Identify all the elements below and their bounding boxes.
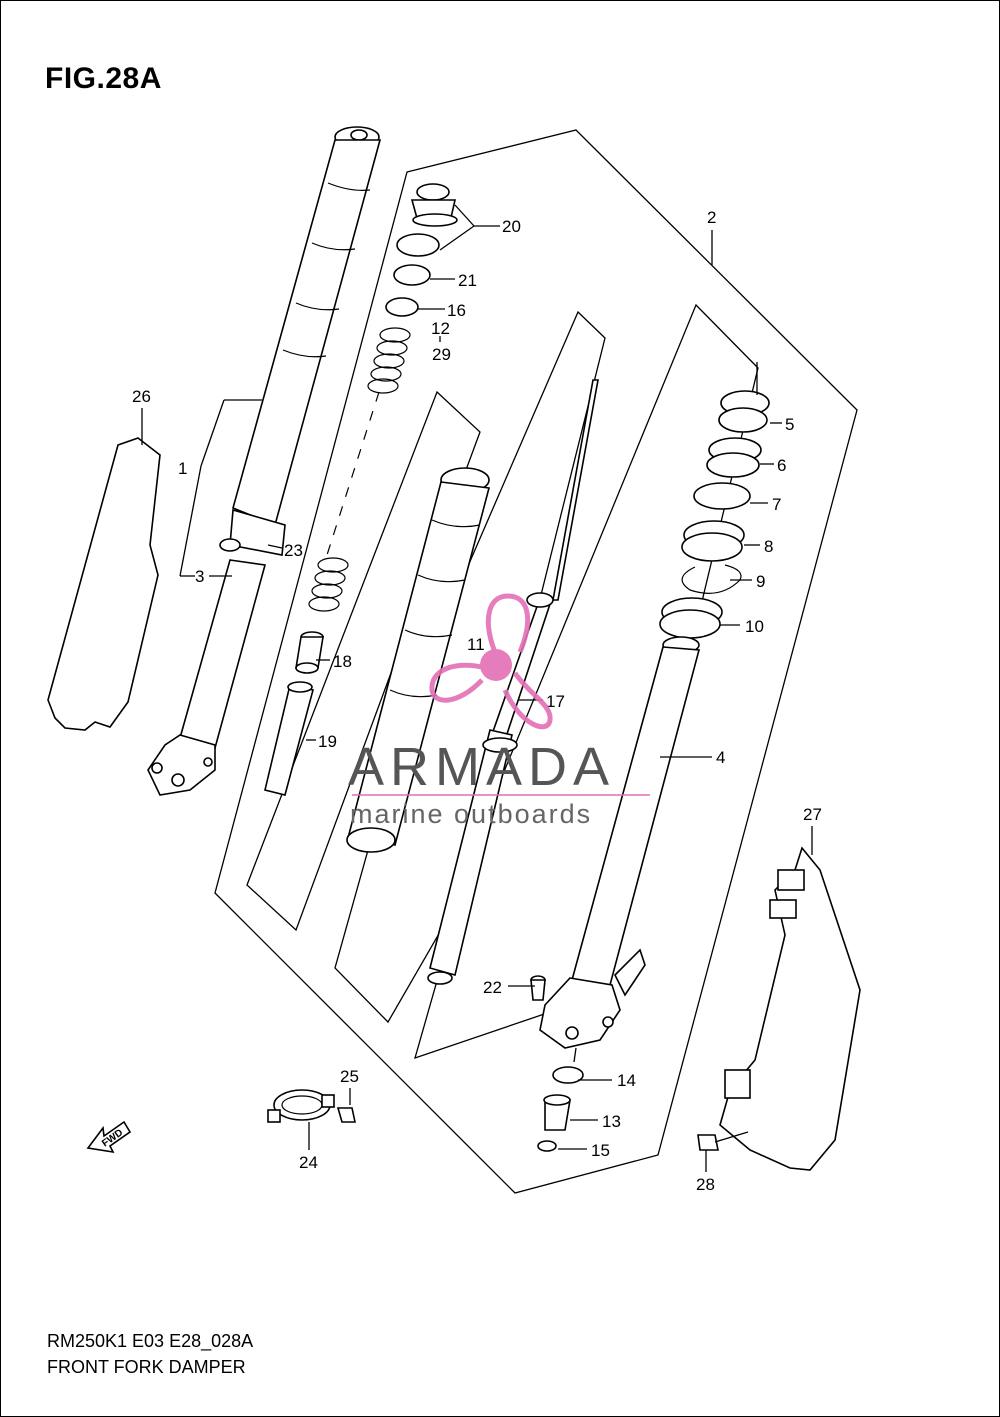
callout-6: 6 (777, 456, 786, 475)
o-ring-14 (552, 1066, 584, 1084)
callout-15: 15 (591, 1141, 610, 1160)
clamp-band (219, 508, 286, 556)
callout-23: 23 (284, 541, 303, 560)
spacer-18 (295, 631, 324, 674)
guard-tab-upper (777, 869, 805, 891)
callout-13: 13 (602, 1112, 621, 1131)
screw-25 (336, 1107, 356, 1123)
washer-15 (537, 1140, 557, 1152)
callout-7: 7 (772, 495, 781, 514)
washer-16 (385, 297, 419, 317)
guard-tab-lower (724, 1069, 751, 1099)
diagram-name: FRONT FORK DAMPER (47, 1357, 246, 1377)
callout-26: 26 (132, 387, 151, 406)
callout-28: 28 (696, 1175, 715, 1194)
fork-cap (396, 183, 458, 257)
spring-upper (367, 327, 411, 394)
spring-lower (308, 557, 349, 612)
watermark: ARMADA marine outboards (348, 593, 650, 829)
diagram-code: RM250K1 E03 E28_028A (47, 1331, 254, 1351)
outer-tube (147, 126, 382, 796)
callout-3: 3 (195, 567, 204, 586)
watermark-brand: ARMADA (348, 737, 615, 797)
callout-5: 5 (785, 415, 794, 434)
callout-24: 24 (299, 1153, 318, 1172)
drain-bolt-13 (543, 1094, 571, 1131)
callout-25: 25 (340, 1067, 359, 1086)
piston-rod-19 (264, 681, 314, 796)
callout-21: 21 (458, 271, 477, 290)
callout-8: 8 (764, 537, 773, 556)
callout-19: 19 (318, 732, 337, 751)
callout-27: 27 (803, 805, 822, 824)
callout-4: 4 (716, 748, 725, 767)
washer-21 (393, 264, 431, 286)
watermark-propeller-logo (429, 593, 553, 730)
callout-labels: 1 2 3 4 5 6 7 8 9 10 11 12 13 14 15 16 1… (132, 208, 822, 1194)
callout-2: 2 (707, 208, 716, 227)
callout-11: 11 (467, 635, 485, 654)
callout-29: 29 (432, 345, 451, 364)
figure-title: FIG.28A (45, 62, 162, 95)
forward-direction-arrow: FWD (86, 1120, 132, 1154)
bolt-28 (697, 1131, 749, 1151)
callout-12: 12 (431, 319, 450, 338)
callout-20: 20 (502, 217, 521, 236)
air-bleed-bolt-22 (530, 975, 546, 1001)
inner-tube-11 (346, 467, 491, 853)
callout-16: 16 (447, 301, 466, 320)
callout-18: 18 (333, 652, 352, 671)
callout-17: 17 (546, 692, 565, 711)
callout-14: 14 (617, 1071, 636, 1090)
callout-10: 10 (745, 617, 764, 636)
watermark-tagline: marine outboards (350, 799, 592, 829)
fork-guard-left (47, 437, 161, 731)
callout-9: 9 (756, 572, 765, 591)
inner-tube-outline (246, 390, 481, 932)
guard-tab-middle (769, 899, 797, 919)
hose-clamp-24 (267, 1089, 335, 1123)
lower-leg-4 (539, 636, 701, 1049)
assembly-outline-2 (214, 129, 858, 1194)
callout-22: 22 (483, 978, 502, 997)
rings-stack (659, 390, 770, 639)
callout-1: 1 (178, 459, 187, 478)
fork-guard-right (719, 846, 861, 1171)
damper-rod-17 (427, 379, 599, 985)
leader-lines (141, 204, 813, 1172)
